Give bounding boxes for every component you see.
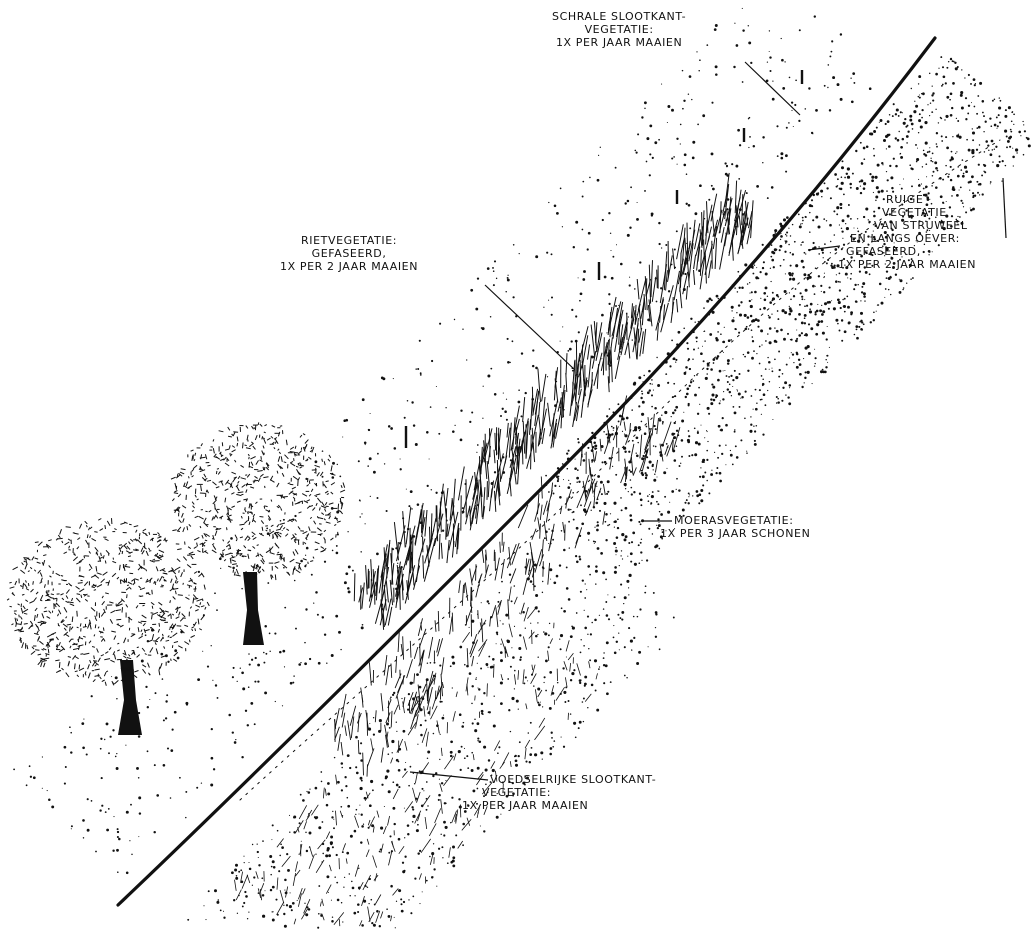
leader-schrale (745, 62, 800, 115)
leader-lines (410, 62, 1006, 780)
leader-riet (485, 285, 575, 370)
nutrient-rich-bank-vegetation (187, 519, 674, 929)
tree-left (7, 518, 209, 735)
tree-left-crown (7, 518, 209, 686)
fence-posts (406, 70, 802, 448)
label-schrale-slootkant: SCHRALE SLOOTKANT- VEGETATIE: 1X PER JAA… (552, 10, 686, 49)
tree-right-crown (171, 422, 345, 580)
label-rietvegetatie: RIETVEGETATIE: GEFASEERD, 1X PER 2 JAAR … (280, 234, 418, 273)
label-voedselrijke-slootkant: VOEDSELRIJKE SLOOTKANT- VEGETATIE: 1X PE… (462, 773, 656, 812)
marsh-vegetation-zone (334, 396, 680, 777)
label-moerasvegetatie: MOERASVEGETATIE: 1X PER 3 JAAR SCHONEN (674, 514, 810, 540)
tree-right (171, 422, 345, 645)
leader-ruige-bracket (1003, 178, 1006, 238)
label-ruige-vegetatie: RUIGE VEGETATIE VAN STRUWEEL EN LANGS OE… (838, 193, 976, 271)
left-bank-grassland-stipple (13, 8, 871, 874)
